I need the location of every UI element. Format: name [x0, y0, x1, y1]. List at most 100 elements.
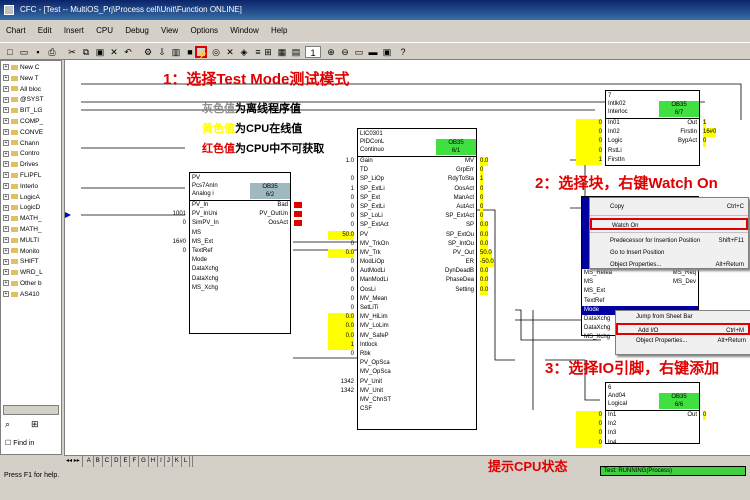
expand-icon[interactable]: +: [3, 269, 9, 276]
tree-item[interactable]: +FLIPFL: [1, 171, 61, 182]
input-value[interactable]: 16#0: [172, 238, 186, 245]
sheet-tab[interactable]: F: [130, 456, 140, 467]
chart-ref-icon[interactable]: ▥: [171, 47, 181, 57]
expand-icon[interactable]: +: [3, 247, 9, 254]
input-pin[interactable]: ModLiOp: [360, 259, 385, 266]
stop-icon[interactable]: ■: [187, 47, 193, 57]
tree-item[interactable]: +MATH_: [1, 214, 61, 225]
output-value[interactable]: 0.0: [480, 276, 489, 286]
zoom-select[interactable]: 1: [305, 46, 321, 58]
input-pin[interactable]: TextRef: [584, 297, 605, 304]
input-pin[interactable]: CSF: [360, 406, 372, 413]
print-icon[interactable]: ⎙: [48, 47, 56, 57]
output-value[interactable]: 0.0: [480, 239, 489, 249]
sheet-tab[interactable]: H: [149, 456, 159, 467]
output-pin[interactable]: Out: [687, 120, 697, 126]
input-value[interactable]: 0: [576, 438, 602, 448]
input-pin[interactable]: MV_LoLim: [360, 323, 389, 330]
tree-item[interactable]: +Chann: [1, 139, 61, 150]
input-value[interactable]: 0: [576, 429, 602, 439]
menu-view[interactable]: View: [161, 26, 179, 35]
input-pin[interactable]: SP_ExtLi: [360, 185, 385, 192]
output-value[interactable]: -50.0: [480, 258, 494, 268]
undo-icon[interactable]: ↶: [124, 47, 132, 57]
tree-item[interactable]: +LogicD: [1, 203, 61, 214]
expand-icon[interactable]: +: [3, 226, 9, 233]
open-icon[interactable]: ▭: [19, 47, 29, 57]
output-value[interactable]: 0.0: [480, 230, 489, 240]
zoom-in-icon[interactable]: ⊕: [327, 47, 335, 57]
menu-chart[interactable]: Chart: [6, 26, 26, 35]
input-value[interactable]: 0: [350, 295, 354, 302]
input-value[interactable]: 0: [350, 286, 354, 293]
expand-icon[interactable]: +: [3, 237, 9, 244]
sheet-tab[interactable]: L: [182, 456, 191, 467]
output-pin[interactable]: GrpErr: [456, 167, 474, 174]
input-pin[interactable]: In02: [608, 129, 620, 136]
input-pin[interactable]: SP_LoLi: [360, 213, 383, 220]
input-pin[interactable]: PV_OpSca: [360, 360, 390, 367]
input-pin[interactable]: SimPV_In: [192, 220, 219, 227]
tree-item[interactable]: +LogicA: [1, 193, 61, 204]
output-value[interactable]: 0: [703, 137, 707, 147]
tree-item[interactable]: +Other b: [1, 279, 61, 290]
help-icon[interactable]: ?: [400, 47, 406, 57]
input-value[interactable]: 0: [350, 259, 354, 266]
tree-item[interactable]: +MATH_: [1, 225, 61, 236]
grid-icon[interactable]: ▦: [277, 47, 287, 57]
input-pin[interactable]: MV_HiLim: [360, 314, 388, 321]
input-value[interactable]: 0: [350, 176, 354, 183]
input-value[interactable]: 0: [576, 128, 602, 138]
output-pin[interactable]: OosAct: [268, 220, 288, 227]
expand-icon[interactable]: +: [3, 204, 9, 211]
output-value[interactable]: 0.0: [480, 221, 489, 231]
output-pin[interactable]: DynDeadB: [444, 268, 474, 275]
input-value[interactable]: 1342: [340, 387, 354, 394]
input-value[interactable]: 0: [350, 194, 354, 201]
input-pin[interactable]: MV_ChnST: [360, 396, 392, 403]
input-pin[interactable]: TD: [360, 167, 368, 174]
input-pin[interactable]: Mode: [192, 257, 208, 264]
input-pin[interactable]: TextRef: [192, 247, 213, 254]
expand-icon[interactable]: +: [3, 96, 9, 103]
input-value[interactable]: 0: [576, 420, 602, 430]
tree-item[interactable]: +New C: [1, 63, 61, 74]
input-pin[interactable]: OosLi: [360, 286, 376, 293]
output-value[interactable]: 0: [480, 193, 484, 203]
input-value[interactable]: 1001: [172, 211, 186, 218]
input-value[interactable]: 1: [350, 185, 354, 192]
copy-icon[interactable]: ⧉: [82, 47, 90, 57]
input-pin[interactable]: Mode: [584, 306, 600, 313]
input-pin[interactable]: SetLiTi: [360, 305, 379, 311]
menu-window[interactable]: Window: [230, 26, 259, 35]
tree-item[interactable]: +SHIFT: [1, 257, 61, 268]
expand-icon[interactable]: +: [3, 129, 9, 136]
delete-icon[interactable]: ✕: [110, 47, 118, 57]
output-pin[interactable]: SP: [465, 222, 474, 229]
expand-icon[interactable]: +: [3, 118, 9, 125]
output-value[interactable]: 0: [480, 184, 484, 194]
tree-item[interactable]: +Monito: [1, 247, 61, 258]
input-pin[interactable]: DataXchg: [192, 266, 219, 273]
output-pin[interactable]: OosAct: [454, 185, 474, 192]
input-value[interactable]: 0: [350, 268, 354, 275]
find-in-option[interactable]: ☐ Find in: [5, 440, 35, 447]
input-value[interactable]: 0: [350, 213, 354, 220]
output-pin[interactable]: PhaseDea: [445, 277, 474, 284]
monitor-icon[interactable]: ◈: [240, 47, 248, 57]
input-value[interactable]: 0: [350, 203, 354, 210]
input-pin[interactable]: Rbk: [360, 350, 371, 357]
input-pin[interactable]: SP_Ext: [360, 194, 381, 201]
tree-item[interactable]: +COMP_: [1, 117, 61, 128]
input-value[interactable]: 1: [328, 340, 354, 350]
input-pin[interactable]: SP_LiOp: [360, 176, 385, 183]
new-icon[interactable]: □: [7, 47, 13, 57]
menu-help[interactable]: Help: [270, 26, 288, 35]
expand-icon[interactable]: +: [3, 64, 9, 71]
sheet-tab[interactable]: I: [158, 456, 165, 467]
input-value[interactable]: 0.0: [328, 248, 354, 259]
overview-sheet-icon[interactable]: ▬: [368, 47, 378, 57]
input-pin[interactable]: MS_Xchg: [584, 334, 611, 341]
